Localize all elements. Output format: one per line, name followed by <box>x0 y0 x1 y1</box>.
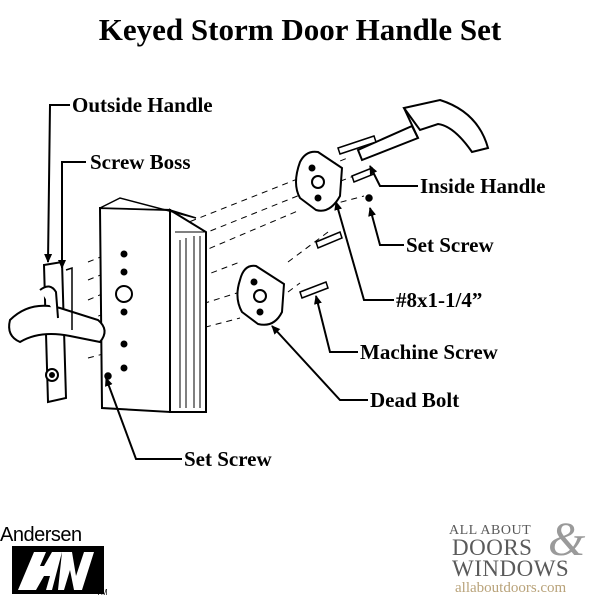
label-set-screw-bottom: Set Screw <box>184 447 272 471</box>
aad-logo-ampersand: & <box>548 513 586 566</box>
label-dead-bolt: Dead Bolt <box>370 388 460 412</box>
andersen-logo-text: Andersen <box>0 524 82 546</box>
label-screw-size: #8x1-1/4” <box>396 288 483 312</box>
inside-escutcheon-part <box>295 150 344 212</box>
page-title: Keyed Storm Door Handle Set <box>98 12 502 47</box>
aad-logo-doors: DOORS <box>452 535 533 560</box>
label-set-screw-top: Set Screw <box>406 233 494 257</box>
aad-logo-url: allaboutdoors.com <box>455 580 567 596</box>
label-inside-handle: Inside Handle <box>420 174 546 198</box>
aad-logo-windows: WINDOWS <box>452 556 570 581</box>
dead-bolt-part <box>236 264 286 326</box>
door-stile <box>98 197 207 414</box>
inside-handle-part <box>356 98 490 162</box>
screws <box>104 135 377 380</box>
leader-lines <box>44 104 418 460</box>
label-outside-handle: Outside Handle <box>72 93 213 117</box>
aad-logo-line1: ALL ABOUT <box>449 523 532 538</box>
screw-boss-part <box>65 266 73 330</box>
andersen-tm: TM <box>96 588 108 597</box>
outside-handle-part <box>8 260 106 404</box>
label-screw-boss: Screw Boss <box>90 150 191 174</box>
label-machine-screw: Machine Screw <box>360 340 498 364</box>
andersen-logo-mark <box>12 546 104 594</box>
